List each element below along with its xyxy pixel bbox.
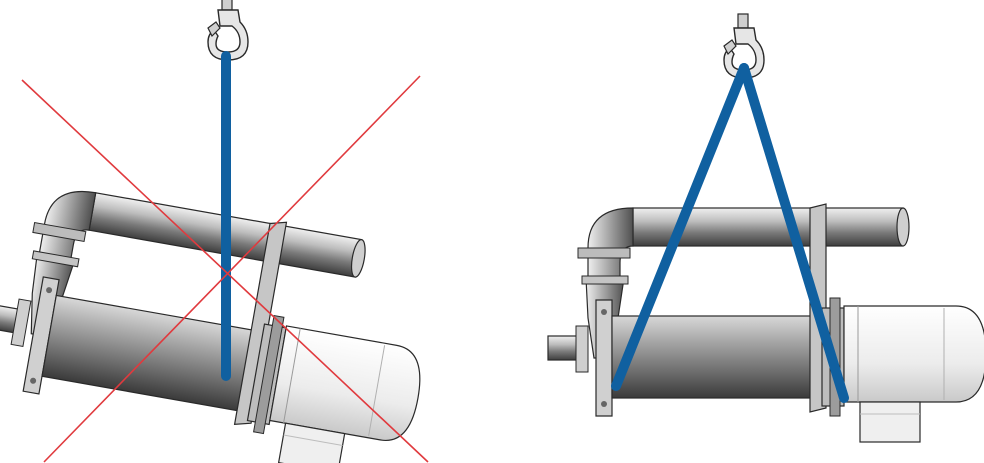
sling-left-leg — [611, 63, 749, 391]
crane-hook-icon — [207, 0, 249, 61]
panel-correct — [547, 13, 984, 443]
panel-incorrect — [0, 0, 445, 463]
pump-assembly-icon — [547, 203, 984, 443]
sling-right-leg — [739, 63, 849, 403]
cross-out-icon — [21, 75, 429, 463]
